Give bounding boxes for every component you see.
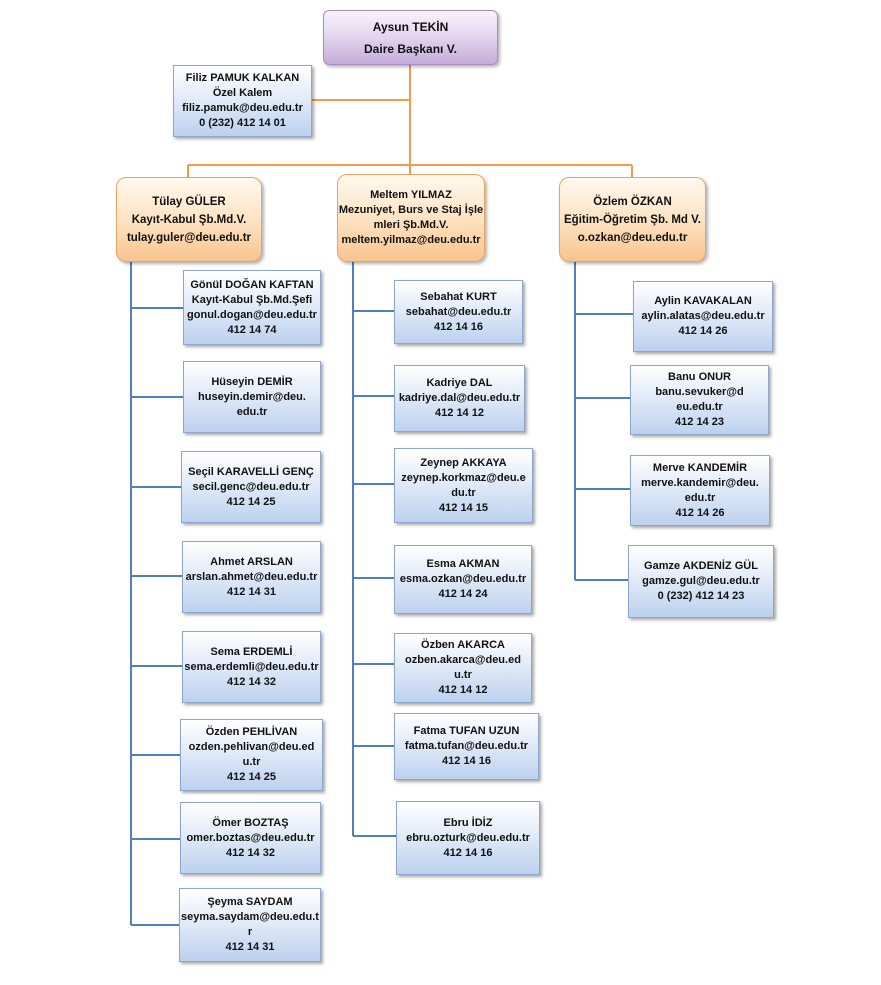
- staff-phone: 412 14 32: [227, 675, 276, 688]
- staff-phone: 412 14 26: [678, 325, 728, 337]
- staff-email: fatma.tufan@deu.edu.tr: [404, 740, 529, 752]
- head-box: Aysun TEKİN Daire Başkanı V.: [323, 10, 498, 65]
- staff-box: Banu ONUR banu.sevuker@deu.edu.tr 412 14…: [630, 365, 769, 435]
- staff-box: Sebahat KURT sebahat@deu.edu.tr 412 14 1…: [394, 280, 523, 344]
- staff-phone: 0 (232) 412 14 23: [657, 590, 745, 602]
- staff-phone: 412 14 23: [675, 416, 724, 428]
- staff-phone: 412 14 26: [675, 506, 725, 519]
- manager-email: tulay.guler@deu.edu.tr: [126, 231, 252, 244]
- staff-email: ebru.ozturk@deu.edu.tr: [406, 831, 530, 844]
- staff-phone: 412 14 25: [227, 771, 276, 783]
- staff-email: arslan.ahmet@deu.edu.tr: [185, 570, 318, 583]
- staff-email: omer.boztas@deu.edu.tr: [186, 831, 315, 844]
- staff-email: sema.erdemli@deu.edu.tr: [184, 660, 319, 673]
- staff-email: gonul.dogan@deu.edu.tr: [187, 308, 317, 321]
- staff-box: Ebru İDİZ ebru.ozturk@deu.edu.tr 412 14 …: [396, 801, 540, 875]
- staff-name: Şeyma SAYDAM: [207, 896, 293, 908]
- staff-title: Kayıt-Kabul Şb.Md.Şefi: [191, 293, 313, 306]
- staff-box: Ahmet ARSLAN arslan.ahmet@deu.edu.tr 412…: [182, 541, 321, 613]
- staff-email: merve.kandemir@deu.edu.tr: [641, 476, 759, 504]
- staff-email: secil.genc@deu.edu.tr: [192, 480, 310, 493]
- staff-name: Banu ONUR: [668, 371, 731, 383]
- secretary-email: filiz.pamuk@deu.edu.tr: [182, 102, 303, 114]
- staff-phone: 412 14 16: [442, 755, 491, 767]
- staff-email: ozben.akarca@deu.edu.tr: [405, 654, 521, 681]
- manager-name: Tülay GÜLER: [152, 195, 226, 208]
- staff-name: Fatma TUFAN UZUN: [413, 725, 520, 737]
- staff-name: Esma AKMAN: [426, 558, 500, 570]
- staff-box: Merve KANDEMİR merve.kandemir@deu.edu.tr…: [630, 455, 770, 526]
- staff-name: Zeynep AKKAYA: [420, 456, 507, 469]
- staff-phone: 412 14 31: [225, 941, 275, 953]
- staff-phone: 412 14 32: [226, 846, 275, 859]
- staff-name: Özben AKARCA: [421, 639, 505, 651]
- staff-phone: 412 14 16: [434, 320, 483, 333]
- staff-phone: 412 14 16: [443, 846, 493, 859]
- staff-name: Aylin KAVAKALAN: [654, 295, 752, 307]
- secretary-phone: 0 (232) 412 14 01: [199, 117, 286, 129]
- staff-name: Ahmet ARSLAN: [210, 555, 293, 568]
- staff-box: Özben AKARCA ozben.akarca@deu.edu.tr 412…: [394, 633, 532, 703]
- secretary-title: Özel Kalem: [212, 87, 273, 99]
- staff-box: Gamze AKDENİZ GÜL gamze.gul@deu.edu.tr 0…: [628, 545, 774, 618]
- staff-box: Hüseyin DEMİR huseyin.demir@deu.edu.tr: [183, 361, 321, 433]
- staff-email: gamze.gul@deu.edu.tr: [642, 575, 760, 587]
- staff-email: esma.ozkan@deu.edu.tr: [399, 573, 527, 585]
- manager-title: Eğitim-Öğretim Şb. Md V.: [564, 213, 701, 226]
- staff-box: Esma AKMAN esma.ozkan@deu.edu.tr 412 14 …: [394, 545, 532, 614]
- manager-name: Meltem YILMAZ: [370, 189, 452, 201]
- staff-email: zeynep.korkmaz@deu.edu.tr: [401, 471, 526, 499]
- staff-name: Seçil KARAVELLİ GENÇ: [188, 465, 314, 478]
- manager-title: Mezuniyet, Burs ve Staj İşlemleri Şb.Md.…: [338, 204, 484, 231]
- staff-name: Hüseyin DEMİR: [211, 375, 293, 388]
- manager-title: Kayıt-Kabul Şb.Md.V.: [131, 213, 247, 226]
- staff-box: Aylin KAVAKALAN aylin.alatas@deu.edu.tr …: [633, 281, 773, 352]
- staff-phone: 412 14 15: [439, 501, 488, 514]
- manager-box-egitim-ogretim: Özlem ÖZKAN Eğitim-Öğretim Şb. Md V. o.o…: [559, 177, 706, 262]
- staff-name: Merve KANDEMİR: [652, 461, 748, 474]
- staff-box: Sema ERDEMLİ sema.erdemli@deu.edu.tr 412…: [182, 631, 321, 703]
- staff-name: Ömer BOZTAŞ: [212, 816, 289, 829]
- staff-name: Sema ERDEMLİ: [210, 645, 293, 658]
- staff-box: Seçil KARAVELLİ GENÇ secil.genc@deu.edu.…: [181, 451, 321, 523]
- blue-connectors: [130, 262, 633, 926]
- secretary-name: Filiz PAMUK KALKAN: [185, 72, 300, 84]
- staff-email: huseyin.demir@deu.edu.tr: [198, 390, 306, 418]
- staff-box: Zeynep AKKAYA zeynep.korkmaz@deu.edu.tr …: [394, 448, 533, 523]
- staff-phone: 412 14 31: [227, 585, 276, 598]
- staff-email: banu.sevuker@deu.edu.tr: [655, 386, 744, 413]
- staff-box: Gönül DOĞAN KAFTAN Kayıt-Kabul Şb.Md.Şef…: [183, 270, 321, 345]
- staff-phone: 412 14 25: [226, 495, 276, 508]
- staff-name: Ebru İDİZ: [443, 816, 493, 829]
- secretary-box: Filiz PAMUK KALKAN Özel Kalem filiz.pamu…: [173, 65, 312, 137]
- head-title: Daire Başkanı V.: [364, 41, 457, 56]
- staff-box: Şeyma SAYDAM seyma.saydam@deu.edu.tr 412…: [179, 888, 321, 962]
- staff-phone: 412 14 74: [227, 323, 277, 336]
- staff-email: aylin.alatas@deu.edu.tr: [641, 310, 765, 322]
- staff-name: Sebahat KURT: [420, 290, 497, 303]
- staff-box: Kadriye DAL kadriye.dal@deu.edu.tr 412 1…: [394, 365, 525, 432]
- staff-name: Kadriye DAL: [426, 377, 493, 389]
- orange-connectors: [187, 65, 633, 177]
- staff-email: ozden.pehlivan@deu.edu.tr: [188, 741, 315, 768]
- staff-phone: 412 14 12: [435, 407, 484, 419]
- staff-name: Gamze AKDENİZ GÜL: [644, 560, 758, 572]
- manager-email: meltem.yilmaz@deu.edu.tr: [341, 234, 481, 246]
- staff-box: Fatma TUFAN UZUN fatma.tufan@deu.edu.tr …: [394, 713, 539, 780]
- staff-box: Ömer BOZTAŞ omer.boztas@deu.edu.tr 412 1…: [180, 802, 321, 874]
- staff-email: kadriye.dal@deu.edu.tr: [398, 392, 521, 404]
- staff-box: Özden PEHLİVAN ozden.pehlivan@deu.edu.tr…: [180, 719, 323, 791]
- staff-name: Özden PEHLİVAN: [205, 726, 298, 738]
- manager-box-mezuniyet: Meltem YILMAZ Mezuniyet, Burs ve Staj İş…: [337, 174, 485, 262]
- manager-email: o.ozkan@deu.edu.tr: [577, 231, 688, 244]
- head-name: Aysun TEKİN: [372, 19, 449, 34]
- manager-name: Özlem ÖZKAN: [593, 195, 672, 208]
- staff-email: seyma.saydam@deu.edu.tr: [181, 911, 319, 938]
- staff-email: sebahat@deu.edu.tr: [405, 305, 512, 318]
- staff-name: Gönül DOĞAN KAFTAN: [190, 278, 314, 291]
- staff-phone: 412 14 24: [438, 588, 488, 600]
- staff-phone: 412 14 12: [438, 684, 488, 696]
- manager-box-kayit-kabul: Tülay GÜLER Kayıt-Kabul Şb.Md.V. tulay.g…: [116, 177, 262, 262]
